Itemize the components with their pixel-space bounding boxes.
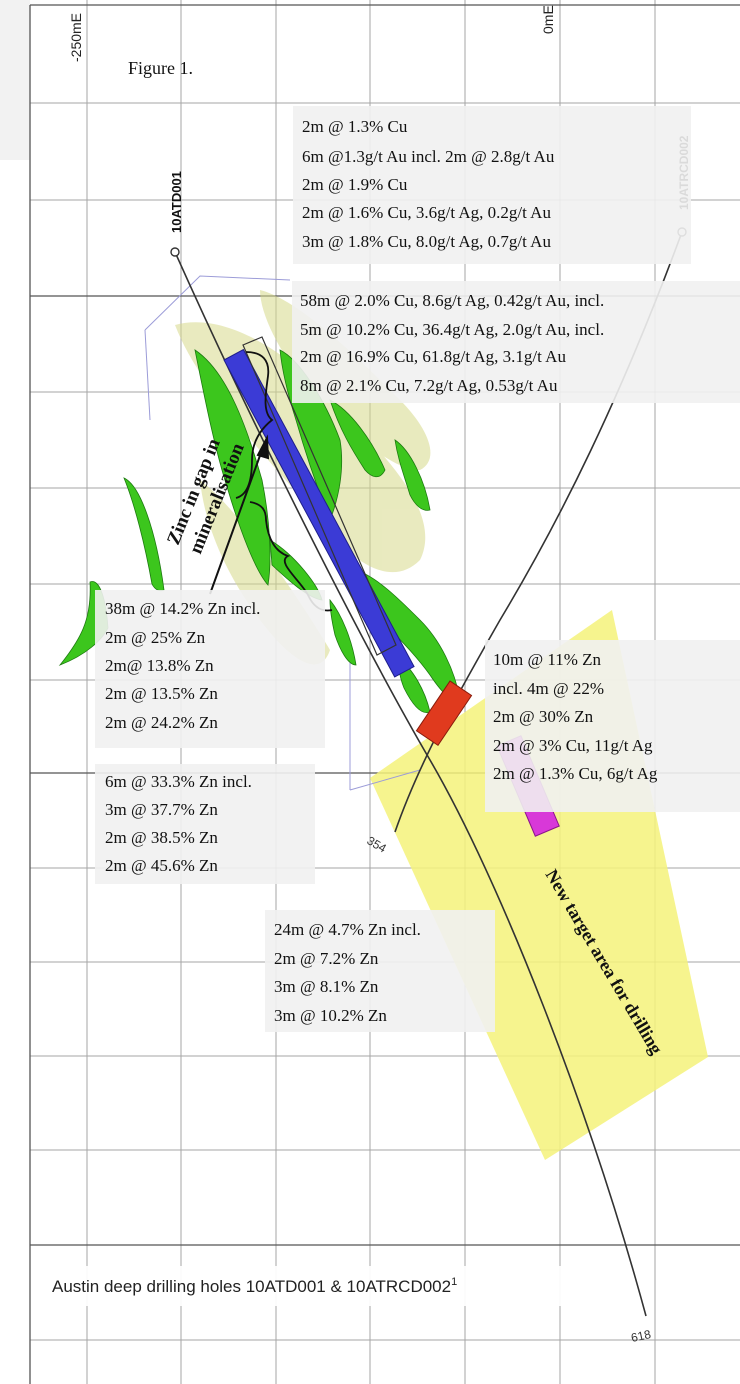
caption-superscript: 1 [451,1276,457,1288]
intercept-labels-lower-zn: 24m @ 4.7% Zn incl. 2m @ 7.2% Zn 3m @ 8.… [274,920,421,1025]
caption-background [44,1266,614,1306]
green-zone-shape [329,399,386,478]
grid-label-center: 0mE [540,5,556,34]
intercept-label: 2m @ 3% Cu, 11g/t Ag [493,736,653,755]
intercept-label: 2m @ 25% Zn [105,628,206,647]
intercept-label: 10m @ 11% Zn [493,650,602,669]
wireframe-edge [144,275,291,331]
figure-caption: Austin deep drilling holes 10ATD001 & 10… [52,1276,457,1296]
panel-left-zn [95,590,325,748]
zinc-gap-arrow [209,434,270,595]
panel-lower-zn [265,910,495,1032]
bracket-upper [235,351,274,499]
hole-depth-label: 618 [630,1327,653,1345]
zinc-intercept-bar [223,348,415,678]
hole-label-10ATD001: 10ATD001 [169,171,184,233]
wireframe-edge [349,769,421,791]
figure-title: Figure 1. [128,58,193,78]
intercept-label: 24m @ 4.7% Zn incl. [274,920,421,939]
wireframe-box [144,275,421,791]
label-panels [95,106,740,1032]
panel-left-zn-2 [95,764,315,884]
intercept-label: 3m @ 10.2% Zn [274,1006,387,1025]
intercept-label: 3m @ 37.7% Zn [105,800,218,819]
collar-marker-10ATD001 [170,247,180,257]
copper-intercept-bar [415,680,473,746]
green-zone-shape [194,349,271,586]
intercept-outline [242,336,397,656]
wireframe-edge [144,329,151,421]
intercept-label: 2m @ 1.9% Cu [302,175,408,194]
intercept-label: 5m @ 10.2% Cu, 36.4g/t Ag, 2.0g/t Au, in… [300,320,604,339]
intercept-label: 2m @ 16.9% Cu, 61.8g/t Ag, 3.1g/t Au [300,347,566,366]
intercept-label: 2m @ 38.5% Zn [105,828,218,847]
intercept-label: 3m @ 1.8% Cu, 8.0g/t Ag, 0.7g/t Au [302,232,551,251]
intercept-label: 2m @ 45.6% Zn [105,856,218,875]
green-zone-shape [394,439,431,511]
grid-label-left: -250mE [68,13,84,62]
intercept-label: 8m @ 2.1% Cu, 7.2g/t Ag, 0.53g/t Au [300,376,558,395]
panel-right-zn [485,640,740,812]
intercept-label: 2m @ 13.5% Zn [105,684,218,703]
intercept-label: 2m@ 13.8% Zn [105,656,214,675]
page-tint [0,0,30,160]
hole-trace-10ATD001 [174,251,647,1317]
intercept-label: 2m @ 7.2% Zn [274,949,379,968]
panel-top-right [293,106,691,264]
intercept-labels-left-zn: 38m @ 14.2% Zn incl. 2m @ 25% Zn 2m@ 13.… [105,599,260,732]
intercept-label: 2m @ 1.3% Cu [302,117,408,136]
intercept-label: 58m @ 2.0% Cu, 8.6g/t Ag, 0.42g/t Au, in… [300,291,604,310]
intercept-labels-top-right: 2m @ 1.3% Cu 6m @1.3g/t Au incl. 2m @ 2.… [302,117,555,251]
intercept-label: 2m @ 1.6% Cu, 3.6g/t Ag, 0.2g/t Au [302,203,551,222]
intercept-label: 2m @ 30% Zn [493,707,594,726]
arrow-head [256,434,270,460]
intercept-label: 2m @ 24.2% Zn [105,713,218,732]
arrow-shaft [209,449,263,595]
intercept-labels-right-zn: 10m @ 11% Zn incl. 4m @ 22% 2m @ 30% Zn … [493,650,658,783]
intercept-label: 2m @ 1.3% Cu, 6g/t Ag [493,764,658,783]
green-zone-shape [329,598,357,666]
intercept-label: 6m @ 33.3% Zn incl. [105,772,252,791]
intercept-label: 3m @ 8.1% Zn [274,977,379,996]
intercept-label: incl. 4m @ 22% [493,679,604,698]
panel-main-cu [292,281,740,403]
intercept-labels-left-zn-2: 6m @ 33.3% Zn incl. 3m @ 37.7% Zn 2m @ 3… [105,772,252,875]
intercept-labels-main-cu: 58m @ 2.0% Cu, 8.6g/t Ag, 0.42g/t Au, in… [300,291,604,395]
intercept-label: 38m @ 14.2% Zn incl. [105,599,260,618]
intercept-label: 6m @1.3g/t Au incl. 2m @ 2.8g/t Au [302,147,555,166]
caption-text: Austin deep drilling holes 10ATD001 & 10… [52,1277,451,1296]
